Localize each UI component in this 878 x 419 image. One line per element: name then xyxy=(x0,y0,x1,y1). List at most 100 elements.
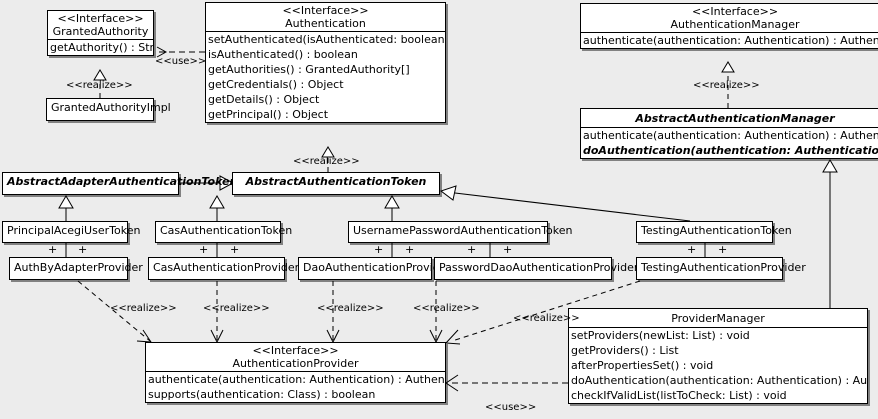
class-name: AuthByAdapterProvider xyxy=(14,261,143,274)
member-item: setProviders(newList: List) : void xyxy=(571,329,750,342)
edge-testingprovider-realizes-provider xyxy=(444,280,641,345)
class-header: AbstractAuthenticationToken xyxy=(233,173,439,191)
class-header: UsernamePasswordAuthenticationToken xyxy=(349,222,573,240)
class-name: TestingAuthenticationToken xyxy=(641,224,792,237)
class-password-dao-authentication-provider[interactable]: PasswordDaoAuthenticationProvider xyxy=(434,257,638,280)
class-header: AbstractAdapterAuthenticationToken xyxy=(3,173,238,191)
class-header: CasAuthenticationToken xyxy=(156,222,293,240)
member-item: supports(authentication: Class) : boolea… xyxy=(148,388,376,401)
member-item: getAuthority() : String xyxy=(50,41,153,54)
class-header: <<Interface>> Authentication xyxy=(206,3,445,31)
class-name: AbstractAdapterAuthenticationToken xyxy=(7,175,238,188)
edge-label-realize-daoprovider: <<realize>> xyxy=(317,303,384,314)
class-name: AbstractAuthenticationManager xyxy=(635,112,835,125)
class-header: PrincipalAcegiUserToken xyxy=(3,222,141,240)
class-cas-authentication-provider[interactable]: CasAuthenticationProvider xyxy=(148,257,300,280)
member-item: getCredentials() : Object xyxy=(208,78,344,91)
member-item: doAuthentication(authentication: Authent… xyxy=(571,374,867,387)
class-name: TestingAuthenticationProvider xyxy=(641,261,806,274)
edge-label-realize-grantedauthorityimpl: <<realize>> xyxy=(66,80,133,91)
class-header: <<Interface>> AuthenticationManager xyxy=(581,4,878,32)
class-name: Authentication xyxy=(285,17,366,30)
edge-adaptertoken-extends-abstracttoken xyxy=(180,175,235,191)
stereotype-label: <<Interface>> xyxy=(252,344,339,357)
assoc-marker-upa-dao-left: + xyxy=(374,243,384,256)
assoc-marker-cas-right: + xyxy=(230,243,240,256)
class-header: AbstractAuthenticationManager xyxy=(581,109,878,127)
class-abstract-authentication-token[interactable]: AbstractAuthenticationToken xyxy=(232,172,440,195)
class-name: CasAuthenticationProvider xyxy=(153,261,300,274)
class-cas-authentication-token[interactable]: CasAuthenticationToken xyxy=(155,221,293,243)
class-name: PrincipalAcegiUserToken xyxy=(7,224,141,237)
class-header: PasswordDaoAuthenticationProvider xyxy=(435,258,638,277)
assoc-marker-upa-pwd-left: + xyxy=(467,243,477,256)
class-abstract-authentication-manager[interactable]: AbstractAuthenticationManager authentica… xyxy=(580,108,878,159)
class-name: DaoAuthenticationProvider xyxy=(303,261,451,274)
assoc-marker-principal-left: + xyxy=(48,243,58,256)
edge-grantedauthorityimpl-realizes-grantedauthority xyxy=(93,69,107,98)
member-item: afterPropertiesSet() : void xyxy=(571,359,714,372)
class-name: GrantedAuthorityImpl xyxy=(51,101,171,114)
stereotype-label: <<Interface>> xyxy=(691,5,779,18)
class-name: AuthenticationManager xyxy=(670,18,800,31)
class-abstract-adapter-authentication-token[interactable]: AbstractAdapterAuthenticationToken xyxy=(2,172,238,195)
edge-principaltoken-extends-adaptertoken xyxy=(58,195,74,221)
class-header: AuthByAdapterProvider xyxy=(10,258,143,277)
section-divider xyxy=(581,127,878,128)
section-divider xyxy=(146,371,445,372)
class-name: CasAuthenticationToken xyxy=(160,224,293,237)
class-provider-manager[interactable]: ProviderManager setProviders(newList: Li… xyxy=(568,308,868,404)
class-header: TestingAuthenticationToken xyxy=(637,222,792,240)
edge-label-realize-abstractmanager: <<realize>> xyxy=(693,80,760,91)
edge-label-realize-passworddaoprovider: <<realize>> xyxy=(413,303,480,314)
member-item: isAuthenticated() : boolean xyxy=(208,48,358,61)
edge-castoken-extends-abstracttoken xyxy=(209,195,225,221)
class-testing-authentication-token[interactable]: TestingAuthenticationToken xyxy=(636,221,792,243)
stereotype-label: <<Interface>> xyxy=(57,12,144,25)
member-item: setAuthenticated(isAuthenticated: boolea… xyxy=(208,33,445,46)
edge-abstracttoken-realizes-authentication xyxy=(321,146,335,172)
stereotype-label: <<Interface>> xyxy=(282,4,369,17)
assoc-marker-principal-right: + xyxy=(78,243,88,256)
member-item: authenticate(authentication: Authenticat… xyxy=(583,34,878,47)
class-name: UsernamePasswordAuthenticationToken xyxy=(353,224,573,237)
class-header: TestingAuthenticationProvider xyxy=(637,258,806,277)
edge-label-realize-casprovider: <<realize>> xyxy=(203,303,270,314)
class-name: ProviderManager xyxy=(671,312,765,325)
class-header: CasAuthenticationProvider xyxy=(149,258,300,277)
class-header: GrantedAuthorityImpl xyxy=(47,99,171,117)
members-section: authenticate(authentication: Authenticat… xyxy=(581,128,878,158)
class-authentication[interactable]: <<Interface>> Authentication setAuthenti… xyxy=(205,2,446,123)
members-section: authenticate(authentication: Authenticat… xyxy=(146,372,445,402)
class-granted-authority[interactable]: <<Interface>> GrantedAuthority getAuthor… xyxy=(47,10,154,56)
members-section: getAuthority() : String xyxy=(48,40,153,55)
assoc-marker-cas-left: + xyxy=(199,243,209,256)
edge-testingtoken-extends-abstracttoken xyxy=(439,185,691,222)
section-divider xyxy=(581,32,878,33)
class-name: GrantedAuthority xyxy=(52,25,149,38)
assoc-marker-testing-right: + xyxy=(718,243,728,256)
member-item: getAuthorities() : GrantedAuthority[] xyxy=(208,63,410,76)
class-auth-by-adapter-provider[interactable]: AuthByAdapterProvider xyxy=(9,257,143,280)
members-section: authenticate(authentication: Authenticat… xyxy=(581,33,878,48)
member-item: authenticate(authentication: Authenticat… xyxy=(583,129,878,142)
class-header: DaoAuthenticationProvider xyxy=(299,258,451,277)
member-item: getDetails() : Object xyxy=(208,93,320,106)
class-granted-authority-impl[interactable]: GrantedAuthorityImpl xyxy=(46,98,171,121)
class-dao-authentication-provider[interactable]: DaoAuthenticationProvider xyxy=(298,257,451,280)
class-testing-authentication-provider[interactable]: TestingAuthenticationProvider xyxy=(636,257,806,280)
members-section: setAuthenticated(isAuthenticated: boolea… xyxy=(206,32,445,122)
edge-upatoken-extends-abstracttoken xyxy=(384,195,400,221)
class-name: AbstractAuthenticationToken xyxy=(245,175,427,188)
assoc-marker-upa-dao-right: + xyxy=(405,243,415,256)
class-authentication-manager[interactable]: <<Interface>> AuthenticationManager auth… xyxy=(580,3,878,49)
edge-label-use-authenticationprovider: <<use>> xyxy=(485,402,537,413)
member-item: authenticate(authentication: Authenticat… xyxy=(148,373,445,386)
class-username-password-authentication-token[interactable]: UsernamePasswordAuthenticationToken xyxy=(348,221,573,243)
class-header: <<Interface>> AuthenticationProvider xyxy=(146,343,445,371)
section-divider xyxy=(48,39,153,40)
class-principal-acegi-user-token[interactable]: PrincipalAcegiUserToken xyxy=(2,221,141,243)
class-authentication-provider[interactable]: <<Interface>> AuthenticationProvider aut… xyxy=(145,342,446,403)
